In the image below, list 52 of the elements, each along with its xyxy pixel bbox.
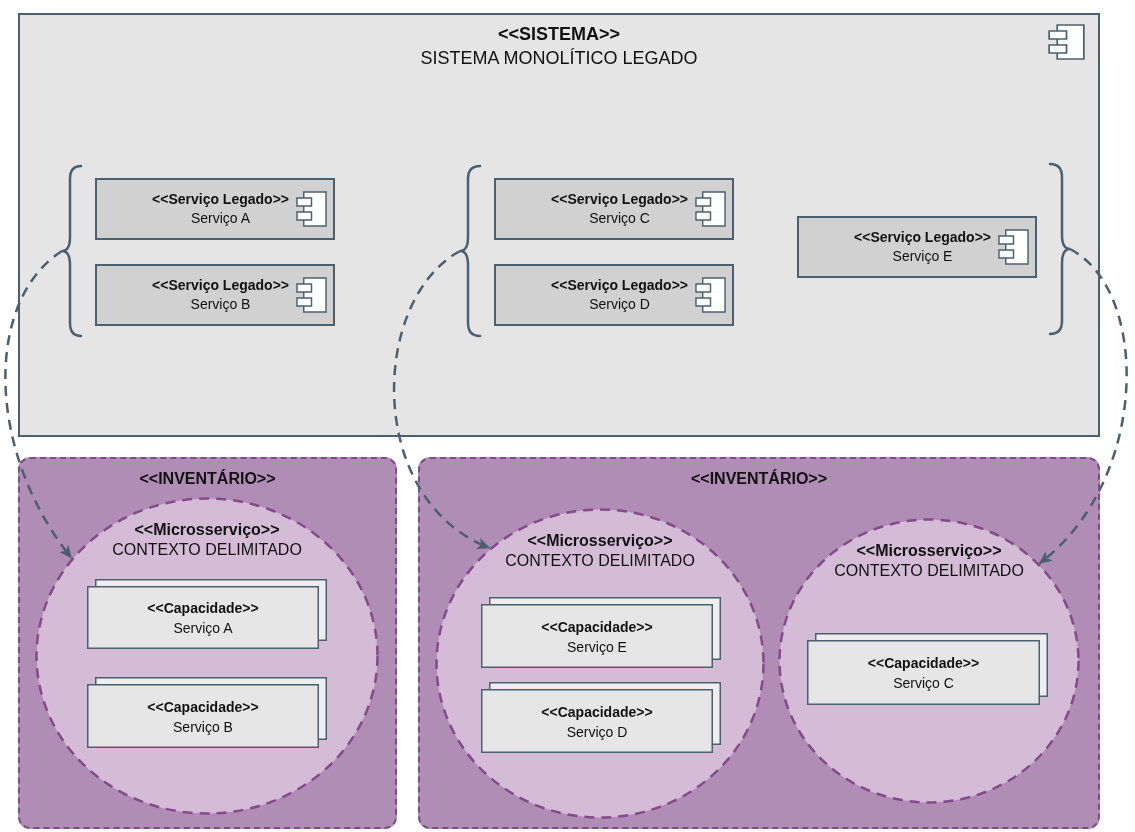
stereotype-label: <<Capacidade>> xyxy=(147,697,259,717)
service-name: Serviço D xyxy=(589,295,650,314)
curly-brace xyxy=(61,165,82,337)
system-box xyxy=(18,13,1100,437)
service-name: Serviço E xyxy=(892,247,953,266)
stereotype-label: <<SISTEMA>> xyxy=(497,23,621,46)
service-name: Serviço C xyxy=(589,209,650,228)
capability-name: Serviço D xyxy=(566,722,628,742)
dashed-arrow xyxy=(4,250,73,559)
service-name: Serviço A xyxy=(190,209,251,228)
stereotype-label: <<Microsserviço>> xyxy=(134,520,280,540)
dashed-panel xyxy=(18,457,397,829)
stereotype-label: <<Serviço Legado>> xyxy=(152,190,289,209)
context-title: CONTEXTO DELIMITADO xyxy=(112,540,302,560)
stereotype-label: <<Serviço Legado>> xyxy=(551,276,688,295)
stereotype-label: <<Capacidade>> xyxy=(541,702,653,722)
stereotype-label: <<INVENTÁRIO>> xyxy=(690,469,827,489)
stereotype-label: <<Capacidade>> xyxy=(541,617,653,637)
capability-name: Serviço A xyxy=(173,619,233,638)
stacked-box xyxy=(481,682,721,753)
dashed-panel xyxy=(418,457,1100,829)
dashed-circle xyxy=(35,497,379,815)
stereotype-label: <<Serviço Legado>> xyxy=(854,228,991,247)
curly-brace xyxy=(459,165,481,337)
stereotype-label: <<Serviço Legado>> xyxy=(551,190,688,209)
stacked-box xyxy=(481,597,721,668)
stacked-box xyxy=(807,633,1048,705)
service-name: Serviço B xyxy=(190,295,251,314)
dashed-circle xyxy=(778,518,1080,804)
system-title: SISTEMA MONOLÍTICO LEGADO xyxy=(420,47,698,70)
service-box xyxy=(95,264,335,326)
dashed-arrow xyxy=(393,250,491,550)
service-box xyxy=(95,178,335,240)
service-box xyxy=(494,178,734,240)
service-box xyxy=(797,216,1037,278)
dashed-arrow xyxy=(1038,248,1128,565)
context-title: CONTEXTO DELIMITADO xyxy=(505,551,695,571)
capability-name: Serviço B xyxy=(173,717,233,737)
stereotype-label: <<INVENTÁRIO>> xyxy=(139,469,276,489)
stereotype-label: <<Capacidade>> xyxy=(147,599,259,618)
capability-name: Serviço E xyxy=(567,637,627,657)
stacked-box xyxy=(87,677,327,748)
service-box xyxy=(494,264,734,326)
stereotype-label: <<Capacidade>> xyxy=(867,654,980,673)
stacked-box xyxy=(87,579,327,649)
stereotype-label: <<Serviço Legado>> xyxy=(152,276,289,295)
capability-name: Serviço C xyxy=(893,674,954,693)
stereotype-label: <<Microsserviço>> xyxy=(856,541,1002,561)
dashed-circle xyxy=(435,508,765,819)
stereotype-label: <<Microsserviço>> xyxy=(527,531,673,551)
context-title: CONTEXTO DELIMITADO xyxy=(834,561,1024,581)
curly-brace xyxy=(1049,163,1071,335)
